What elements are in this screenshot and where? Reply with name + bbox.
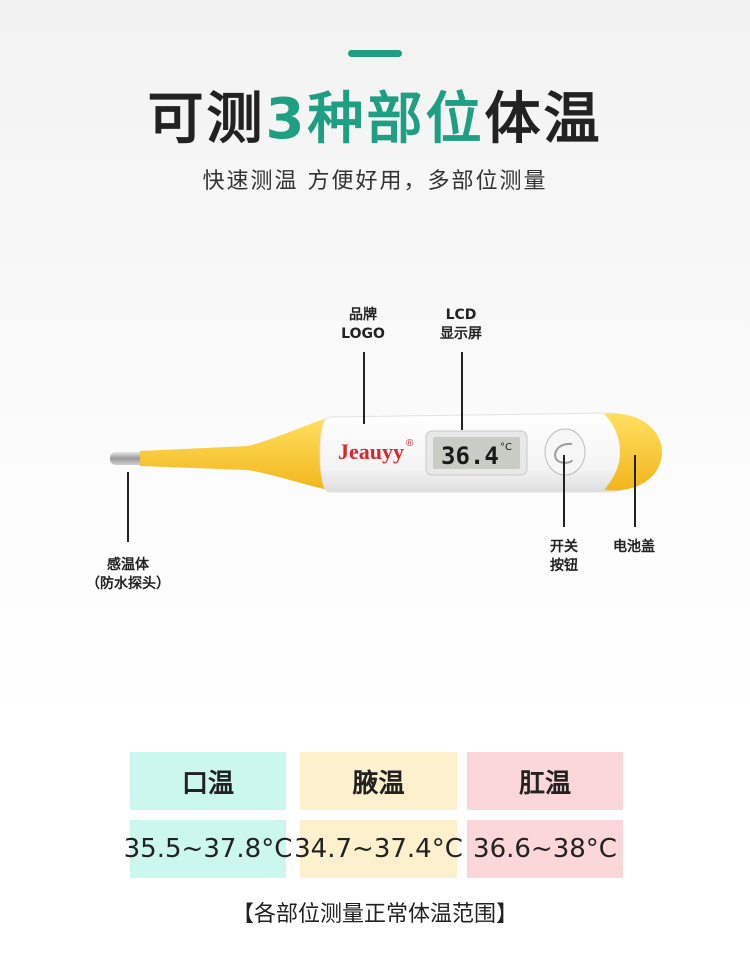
- callout-probe-line1: 感温体: [107, 557, 149, 573]
- accent-bar: [348, 50, 402, 57]
- thermometer-illustration: Jeauyy ® 36.4 °C: [110, 412, 662, 493]
- site-oral-label: 口温: [130, 752, 286, 810]
- switch-button-ring: [544, 428, 586, 476]
- callout-switch-line1: 开关: [550, 539, 578, 555]
- callout-logo-line1: 品牌: [349, 307, 377, 323]
- title-part2: 体温: [484, 87, 603, 152]
- page-subtitle: 快速测温 方便好用，多部位测量: [202, 169, 548, 194]
- range-caption: 【各部位测量正常体温范围】: [231, 902, 518, 927]
- callout-lcd: LCD 显示屏: [428, 306, 494, 344]
- lcd-screen: [433, 437, 520, 469]
- site-oral-range: 35.5~37.8°C: [124, 820, 292, 878]
- callout-lcd-line1: LCD: [445, 307, 477, 323]
- brand-registered-mark: ®: [406, 438, 414, 449]
- site-axillary-range: 34.7~37.4°C: [294, 820, 463, 878]
- callout-lcd-leader: [461, 352, 463, 430]
- callout-logo: 品牌 LOGO: [330, 306, 396, 344]
- title-highlight: 3种部位: [265, 87, 485, 152]
- switch-button-mark: [554, 442, 573, 464]
- battery-cap-shape: [604, 413, 662, 491]
- callout-probe-line2: （防水探头）: [86, 576, 170, 592]
- site-axillary-label: 腋温: [300, 752, 457, 810]
- callout-battery-line1: 电池盖: [613, 539, 655, 555]
- callout-switch: 开关 按钮: [540, 538, 588, 576]
- callout-logo-line2: LOGO: [341, 326, 385, 342]
- site-rectal-range: 36.6~38°C: [467, 820, 623, 878]
- callout-switch-leader: [563, 455, 565, 527]
- probe-tip: [110, 452, 146, 465]
- page-title: 可测3种部位体温: [0, 85, 750, 155]
- lcd-reading: 36.4: [441, 442, 499, 470]
- callout-switch-line2: 按钮: [550, 558, 578, 574]
- callout-battery: 电池盖: [604, 538, 664, 557]
- callout-probe-leader: [127, 472, 129, 542]
- brand-logo: Jeauyy: [338, 439, 404, 464]
- lcd-unit: °C: [500, 442, 512, 453]
- flexible-neck: [140, 416, 340, 492]
- callout-logo-leader: [363, 352, 365, 424]
- callout-battery-leader: [634, 455, 636, 527]
- callout-probe: 感温体 （防水探头）: [72, 556, 184, 594]
- title-part1: 可测: [147, 87, 266, 152]
- site-rectal-label: 肛温: [467, 752, 623, 810]
- callout-lcd-line2: 显示屏: [440, 326, 482, 342]
